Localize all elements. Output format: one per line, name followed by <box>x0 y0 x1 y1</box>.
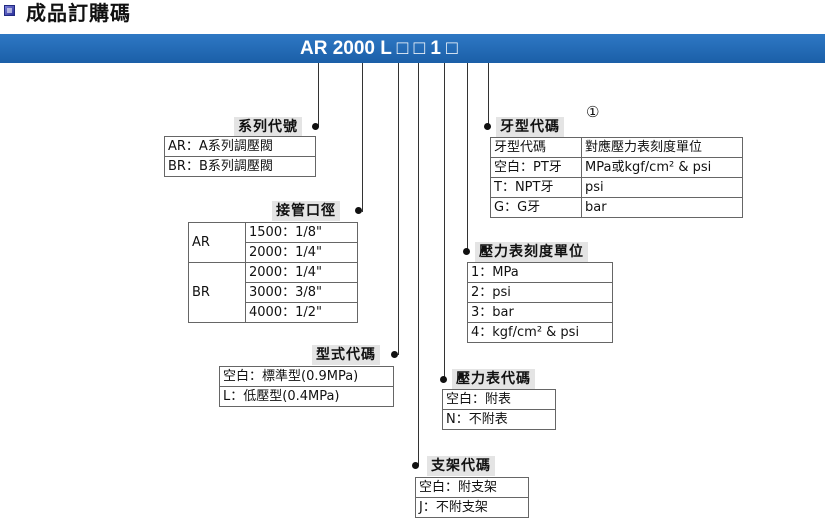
table-row: 空白：附支架 <box>415 477 529 498</box>
table-row: BR：B系列調壓閥 <box>164 156 316 177</box>
table-row: AR：A系列調壓閥 <box>164 136 316 157</box>
bracket-code-label: 支架代碼 <box>427 456 495 476</box>
table-row: 2000：1/4" <box>189 242 358 263</box>
model-code-bar <box>0 34 825 63</box>
table-row: 4：kgf/cm² & psi <box>467 322 613 343</box>
table-row: L：低壓型(0.4MPa) <box>219 386 394 407</box>
table-row: 3：bar <box>467 302 613 323</box>
table-row: 空白：PT牙 MPa或kgf/cm² & psi <box>490 157 743 178</box>
table-row: G：G牙 bar <box>490 197 743 218</box>
series-code-label: 系列代號 <box>234 117 302 137</box>
table-row: J：不附支架 <box>415 497 529 518</box>
table-row: 空白：標準型(0.9MPa) <box>219 366 394 387</box>
square-bullet-icon <box>4 5 15 16</box>
gauge-code-table: 空白：附表 N：不附表 <box>442 389 556 430</box>
table-row: BR 2000：1/4" <box>188 262 358 323</box>
port-size-label: 接管口徑 <box>272 201 340 221</box>
table-row: 牙型代碼 對應壓力表刻度單位 <box>490 137 743 158</box>
thread-code-table: 牙型代碼 對應壓力表刻度單位 空白：PT牙 MPa或kgf/cm² & psi … <box>490 137 743 218</box>
table-row: T：NPT牙 psi <box>490 177 743 198</box>
table-row: N：不附表 <box>442 409 556 430</box>
table-row: 1：MPa <box>467 262 613 283</box>
type-code-label: 型式代碼 <box>312 345 380 365</box>
table-row: 2：psi <box>467 282 613 303</box>
table-row: AR 1500：1/8" <box>188 222 358 263</box>
type-code-table: 空白：標準型(0.9MPa) L：低壓型(0.4MPa) <box>219 366 394 407</box>
port-size-table: AR 1500：1/8" 2000：1/4" BR 2000：1/4" 3000… <box>188 222 358 323</box>
series-code-table: AR：A系列調壓閥 BR：B系列調壓閥 <box>164 136 316 177</box>
table-row: 空白：附表 <box>442 389 556 410</box>
gauge-unit-table: 1：MPa 2：psi 3：bar 4：kgf/cm² & psi <box>467 262 613 343</box>
gauge-code-label: 壓力表代碼 <box>452 369 535 389</box>
thread-code-label: 牙型代碼 <box>496 117 564 137</box>
table-row: 4000：1/2" <box>189 302 358 323</box>
gauge-unit-label: 壓力表刻度單位 <box>475 242 588 262</box>
model-code: AR 2000 L □ □ 1 □ <box>300 38 458 59</box>
page-title: 成品訂購碼 <box>26 1 131 25</box>
footnote-marker: ① <box>586 103 600 121</box>
bracket-code-table: 空白：附支架 J：不附支架 <box>415 477 529 518</box>
